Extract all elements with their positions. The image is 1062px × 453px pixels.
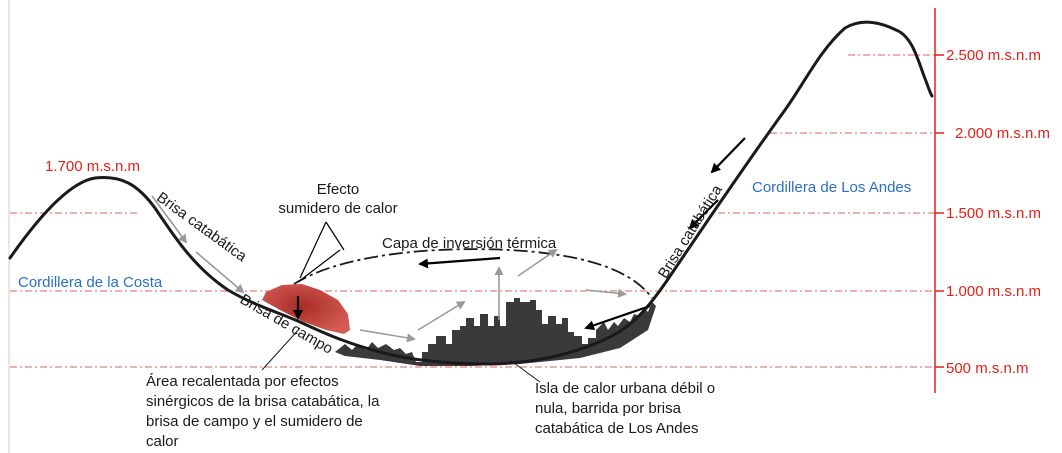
city-skyline — [335, 298, 656, 366]
altitude-label-1500: 1.500 m.s.n.m — [946, 205, 1042, 222]
altitude-label-1000: 1.000 m.s.n.m — [946, 283, 1042, 300]
heat-sink-label-line2: sumidero de calor — [278, 200, 398, 217]
heat-island-description: Isla de calor urbana débil o nula, barri… — [535, 379, 715, 439]
altitude-label-2500: 2.500 m.s.n.m — [946, 47, 1042, 64]
black-wind-arrows — [293, 137, 746, 331]
terrain-profile — [8, 20, 934, 366]
altitude-label-500: 500 m.s.n.m — [946, 360, 1029, 377]
altitude-ticks — [935, 54, 944, 368]
heat-island-line2: nula, barrida por brisa — [535, 400, 681, 417]
pointer-lines — [261, 327, 541, 383]
range-label-costa: Cordillera de la Costa — [18, 274, 163, 291]
heat-sink-label-line1: Efecto — [316, 181, 360, 198]
gray-wind-arrows — [151, 195, 627, 343]
altitude-label-2000: 2.000 m.s.n.m — [955, 125, 1051, 142]
altitude-label-1700: 1.700 m.s.n.m — [45, 158, 141, 175]
altitude-gridlines — [10, 54, 935, 368]
hot-area-description: Área recalentada por efectos sinérgicos … — [146, 372, 379, 452]
inversion-layer — [293, 248, 653, 299]
heat-island-line1: Isla de calor urbana débil o — [535, 380, 716, 397]
inversion-label: Capa de inversión térmica — [382, 235, 557, 252]
hot-area-line4: calor — [146, 433, 179, 450]
heat-sink-label: Efecto sumidero de calor — [268, 180, 408, 218]
heat-island-line3: catabática de Los Andes — [535, 420, 699, 437]
hot-area-line1: Área recalentada por efectos — [146, 373, 339, 390]
hot-area-line3: brisa de campo y el sumidero de — [146, 413, 363, 430]
range-label-andes: Cordillera de Los Andes — [752, 179, 912, 196]
hot-area — [262, 284, 350, 334]
hot-area-line2: sinérgicos de la brisa catabática, la — [146, 393, 380, 410]
